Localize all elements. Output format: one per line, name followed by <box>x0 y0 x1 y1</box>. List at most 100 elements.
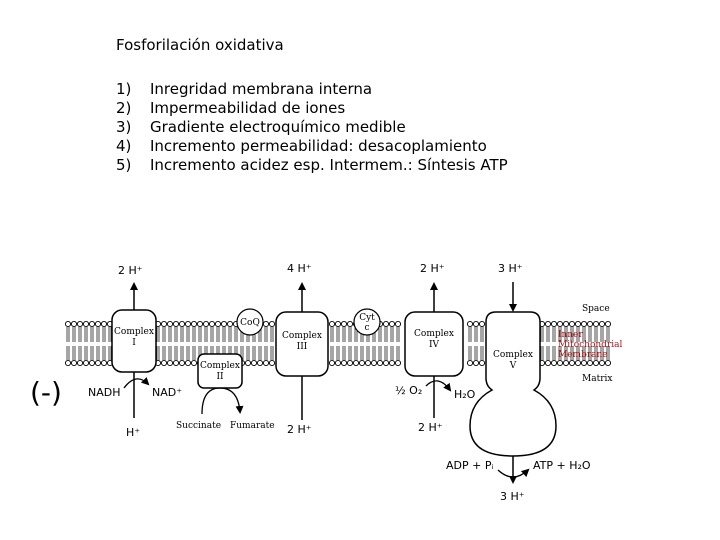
lipid-head <box>598 359 606 367</box>
negative-marker: (-) <box>30 376 62 409</box>
lipid-tail <box>390 327 394 342</box>
lipid-tail <box>378 346 382 360</box>
lipid-tail <box>594 327 598 342</box>
lipid-tail <box>66 346 70 360</box>
lipid-tail <box>480 327 484 342</box>
lipid-tail <box>78 327 82 342</box>
proton-label-c3: 4 H⁺ <box>287 262 312 275</box>
nadh-label: NADH <box>88 386 121 399</box>
succinate-label: Succinate <box>176 421 221 431</box>
lipid-tail <box>216 327 220 342</box>
lipid-tail <box>234 327 238 342</box>
lipid-head <box>598 320 606 328</box>
lipid-tail <box>162 346 166 360</box>
lipid-tail <box>264 346 268 360</box>
lipid-tail <box>348 327 352 342</box>
lipid-tail <box>606 346 610 360</box>
lipid-tail <box>570 346 574 360</box>
lipid-tail <box>90 327 94 342</box>
lipid-tail <box>192 327 196 342</box>
lipid-head <box>382 359 390 367</box>
complex-2-numeral: II <box>216 372 224 382</box>
proton-label-c4: 2 H⁺ <box>420 262 445 275</box>
lipid-tail <box>156 346 160 360</box>
item-number: 5) <box>116 156 132 174</box>
lipid-head <box>574 320 582 328</box>
lipid-head <box>556 320 564 328</box>
succinate-arrow <box>201 387 244 415</box>
complex-5-numeral: V <box>509 361 517 371</box>
lipid-head <box>328 320 336 328</box>
lipid-head <box>172 320 180 328</box>
lipid-head <box>226 320 234 328</box>
coq-circle <box>236 308 264 336</box>
complex-1-label: Complex <box>114 327 154 337</box>
complex-1-numeral: I <box>132 338 136 348</box>
lipid-head <box>262 359 270 367</box>
lipid-head <box>184 359 192 367</box>
item-number: 1) <box>116 80 132 98</box>
complex-2 <box>197 353 243 389</box>
atp-label: ATP + H₂O <box>533 459 591 472</box>
bottom-h-left: H⁺ <box>126 426 140 439</box>
lipid-tail <box>348 346 352 360</box>
lipid-tail <box>396 327 400 342</box>
cytc-label: Cyt <box>359 313 375 323</box>
lipid-tail <box>594 346 598 360</box>
lipid-tail <box>558 346 562 360</box>
adp-atp-arrow <box>497 468 530 478</box>
lipid-head <box>604 359 612 367</box>
lipid-head <box>160 359 168 367</box>
item-number: 4) <box>116 137 132 155</box>
space-label: Space <box>582 304 610 314</box>
lipid-tail <box>540 346 544 360</box>
lipid-tail <box>162 327 166 342</box>
list-item: 2)Impermeabilidad de iones <box>116 99 508 118</box>
lipid-head <box>382 320 390 328</box>
lipid-tail <box>102 327 106 342</box>
lipid-tail <box>552 346 556 360</box>
lipid-tail <box>372 346 376 360</box>
lipid-tail <box>354 346 358 360</box>
list-item: 4) Incremento permeabilidad: desacoplamie… <box>116 137 508 156</box>
o2-label: ½ O₂ <box>395 384 422 397</box>
lipid-head <box>394 320 402 328</box>
lipid-head <box>178 320 186 328</box>
lipid-tail <box>270 327 274 342</box>
lipid-tail <box>168 346 172 360</box>
nadh-arrow <box>123 376 150 389</box>
lipid-head <box>94 359 102 367</box>
lipid-head <box>580 359 588 367</box>
lipid-head <box>568 359 576 367</box>
lipid-tail <box>384 346 388 360</box>
lipid-head <box>250 359 258 367</box>
item-number: 2) <box>116 99 132 117</box>
item-text: Gradiente electroquímico medible <box>150 118 406 136</box>
lipid-head <box>340 359 348 367</box>
lipid-head <box>466 320 474 328</box>
lipid-head <box>592 359 600 367</box>
lipid-head <box>562 320 570 328</box>
lipid-head <box>358 359 366 367</box>
lipid-head <box>328 359 336 367</box>
lipid-tail <box>210 327 214 342</box>
lipid-tail <box>564 346 568 360</box>
lipid-head <box>364 359 372 367</box>
item-text: Incremento acidez esp. Intermem.: Síntes… <box>150 156 508 174</box>
lipid-head <box>478 320 486 328</box>
adp-label: ADP + Pᵢ <box>446 459 493 472</box>
lipid-tail <box>576 327 580 342</box>
list-item: 5) Incremento acidez esp. Intermem.: Sínt… <box>116 156 508 175</box>
lipid-tail <box>576 346 580 360</box>
lipid-head <box>550 320 558 328</box>
lipid-head <box>262 320 270 328</box>
matrix-label: Matrix <box>582 374 612 384</box>
item-text: Incremento permeabilidad: desacoplamient… <box>150 137 487 155</box>
lipid-tail <box>228 327 232 342</box>
lipid-head <box>592 320 600 328</box>
lipid-tail <box>330 327 334 342</box>
lipid-head <box>190 359 198 367</box>
lipid-tail <box>168 327 172 342</box>
cytc-circle <box>353 308 381 336</box>
